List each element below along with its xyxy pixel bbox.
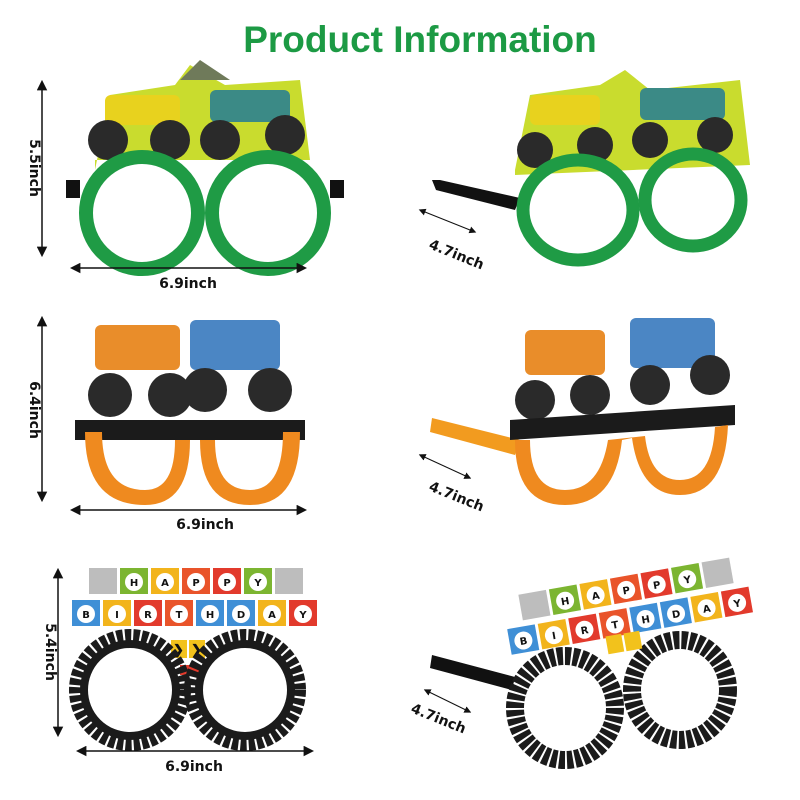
width-label: 6.9inch bbox=[159, 276, 217, 292]
birthday-glasses-front: H A P P Y B I R T H D A Y ❯ ❯ bbox=[69, 568, 317, 751]
banner-letter: H bbox=[206, 610, 214, 621]
height-label: 6.4inch bbox=[26, 381, 42, 439]
right-lens-frame bbox=[205, 150, 331, 276]
orange-truck bbox=[95, 325, 180, 370]
banner-letter: B bbox=[519, 636, 528, 648]
tire-lens-left bbox=[69, 629, 191, 751]
banner-letter: Y bbox=[732, 598, 743, 610]
temple-label: 4.7inch bbox=[427, 237, 487, 274]
banner-letter: H bbox=[130, 578, 138, 589]
yellow-truck bbox=[105, 95, 180, 125]
left-lens-frame bbox=[79, 150, 205, 276]
banner-letter: A bbox=[591, 591, 601, 603]
orange-glasses-front bbox=[75, 320, 305, 505]
banner-letter: Y bbox=[298, 610, 307, 621]
height-label: 5.4inch bbox=[42, 623, 58, 681]
banner-letter: B bbox=[82, 610, 90, 621]
truck-flag bbox=[89, 568, 117, 594]
temple-arm bbox=[430, 655, 515, 690]
banner-letter: T bbox=[176, 610, 183, 621]
orange-frame bbox=[85, 432, 300, 505]
banner-letter: H bbox=[641, 614, 651, 626]
banner-letter: I bbox=[115, 610, 119, 621]
width-label: 6.9inch bbox=[165, 759, 223, 775]
height-label: 5.5inch bbox=[26, 139, 42, 197]
banner-letter: P bbox=[223, 578, 230, 589]
banner-letter: A bbox=[161, 578, 169, 589]
tire-lens-right bbox=[184, 629, 306, 751]
banner-letter: P bbox=[652, 580, 661, 592]
width-label: 6.9inch bbox=[176, 517, 234, 533]
birthday-glasses-side: H A P P Y B I R T H D A Y bbox=[430, 557, 753, 769]
banner-letter: D bbox=[237, 610, 245, 621]
banner-letter: T bbox=[611, 620, 620, 632]
banner-letter: D bbox=[671, 609, 681, 621]
banner-letter: Y bbox=[253, 578, 262, 589]
banner-letter: Y bbox=[682, 574, 693, 586]
banner-letter: A bbox=[702, 604, 712, 616]
page-title: Product Information bbox=[243, 19, 597, 60]
green-glasses-side bbox=[432, 70, 750, 267]
temple-label: 4.7inch bbox=[427, 479, 487, 516]
banner-letter: A bbox=[268, 610, 276, 621]
green-glasses-front bbox=[66, 60, 344, 276]
blue-truck bbox=[190, 320, 280, 370]
banner-letter: P bbox=[622, 585, 631, 597]
temple-arm bbox=[432, 180, 520, 210]
banner-letter: P bbox=[192, 578, 199, 589]
truck-flag bbox=[518, 589, 551, 621]
orange-glasses-side bbox=[430, 318, 735, 505]
truck-flag bbox=[275, 568, 303, 594]
truck-flag bbox=[701, 557, 734, 589]
svg-text:❯: ❯ bbox=[173, 642, 184, 658]
svg-text:❯: ❯ bbox=[191, 642, 202, 658]
banner-letter: R bbox=[144, 610, 152, 621]
teal-truck bbox=[210, 90, 290, 122]
temple-arm bbox=[430, 418, 520, 455]
banner-letter: H bbox=[560, 596, 570, 608]
banner-letter: R bbox=[580, 625, 590, 637]
banner-letter: I bbox=[551, 631, 557, 642]
